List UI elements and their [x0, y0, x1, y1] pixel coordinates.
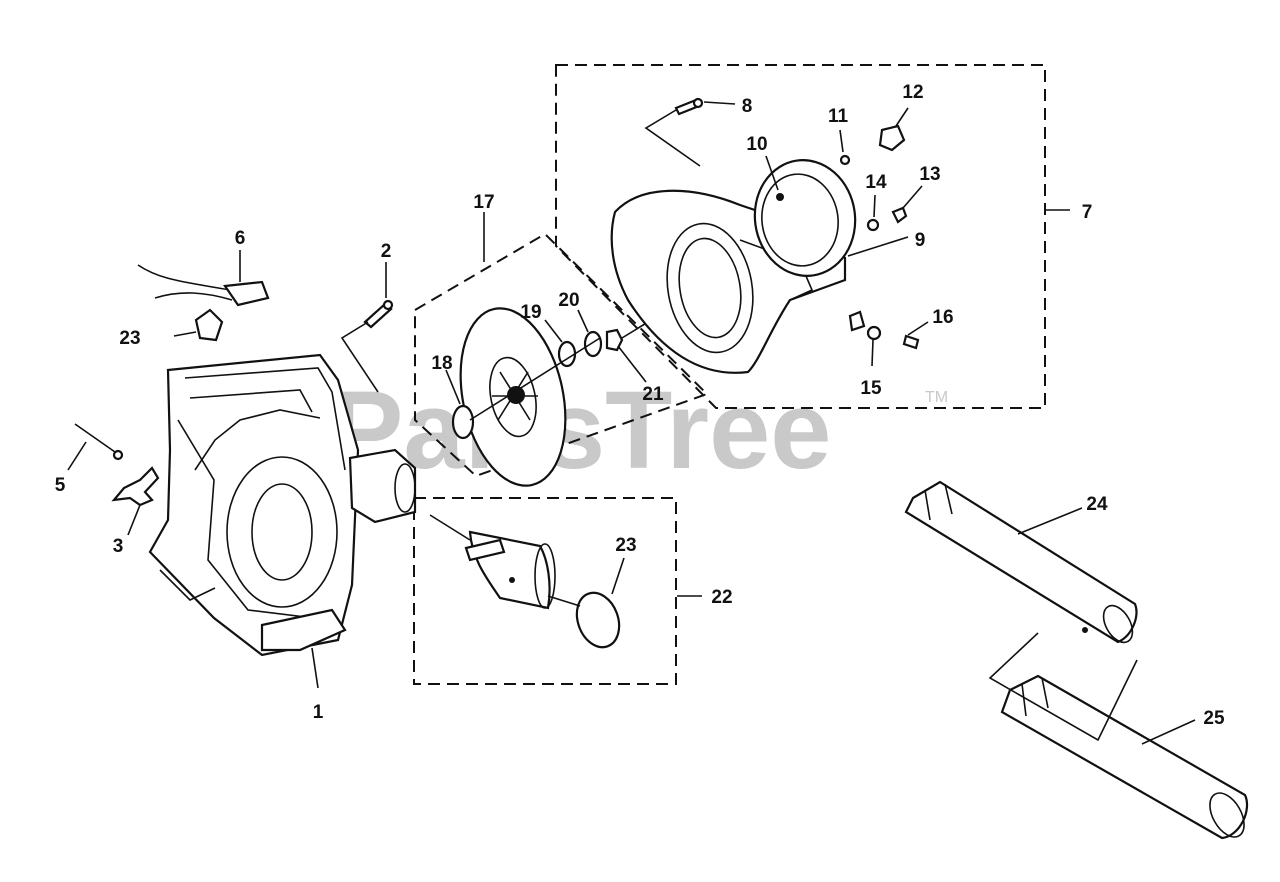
callout-3: 3: [113, 536, 124, 557]
callout-10: 10: [746, 134, 767, 155]
blower-housing: [148, 353, 417, 657]
leader-9: [847, 236, 909, 257]
callout-23a: 23: [119, 328, 140, 349]
leader-12: [895, 107, 909, 127]
nut-14: [866, 218, 880, 232]
leader-19: [544, 319, 563, 343]
group-box-22: [413, 497, 677, 685]
intake-screen-9: [753, 159, 857, 277]
callout-18: 18: [431, 353, 452, 374]
switch-6: [137, 264, 270, 307]
hole-10: [776, 193, 784, 201]
callout-21: 21: [642, 384, 664, 405]
leader-15: [871, 339, 874, 367]
leader-18: [445, 369, 461, 405]
leader-1: [311, 647, 319, 689]
nut-21: [605, 328, 624, 352]
leader-23a: [173, 331, 197, 337]
callout-22: 22: [711, 587, 732, 608]
callout-17: 17: [473, 192, 494, 213]
callout-7: 7: [1082, 202, 1093, 223]
group-box-17: [414, 232, 709, 478]
leader-5: [67, 441, 87, 471]
washer-18: [451, 404, 475, 440]
knob-12: [878, 124, 906, 152]
callout-19: 19: [520, 302, 541, 323]
leader-16: [907, 321, 929, 336]
callout-25: 25: [1203, 708, 1225, 729]
callout-24: 24: [1086, 494, 1108, 515]
nut-15: [866, 325, 882, 341]
leader-23b: [611, 557, 625, 595]
tube-25: [1000, 674, 1248, 840]
group-box-7: [555, 64, 1046, 409]
tube-link: [988, 632, 1138, 742]
leader-20: [577, 309, 589, 333]
callout-20: 20: [558, 290, 579, 311]
washer-13: [891, 206, 908, 224]
callout-2: 2: [381, 241, 392, 262]
leader-25: [1141, 719, 1196, 745]
callout-15: 15: [860, 378, 882, 399]
clip-3: [111, 466, 160, 507]
screw-2: [363, 299, 394, 329]
callout-13: 13: [919, 164, 940, 185]
leader-8-path: [644, 109, 701, 167]
screw-8: [674, 97, 704, 116]
tube-24: [904, 480, 1138, 644]
leader-13: [902, 185, 923, 209]
cable-5: [74, 423, 124, 461]
callout-1: 1: [313, 702, 324, 723]
grommet-23: [194, 308, 224, 342]
leader-8: [703, 101, 736, 105]
callout-8: 8: [742, 96, 753, 117]
callout-23b: 23: [615, 535, 636, 556]
clamp-23: [575, 591, 621, 649]
callout-11: 11: [828, 106, 849, 127]
watermark-trademark: TM: [925, 389, 948, 406]
adapter-axis: [429, 514, 581, 607]
callout-9: 9: [915, 230, 926, 251]
washer-20: [583, 330, 603, 358]
callout-16: 16: [932, 307, 953, 328]
callout-12: 12: [902, 82, 923, 103]
leader-14: [873, 194, 876, 218]
leader-2-path: [340, 321, 379, 393]
leader-10: [765, 155, 779, 191]
leader-24: [1017, 507, 1083, 535]
tab-clip: [848, 310, 866, 332]
leader-11: [839, 129, 844, 153]
adapter-22: [464, 530, 556, 610]
callout-6: 6: [235, 228, 246, 249]
leader-3: [127, 504, 141, 536]
pin-16: [902, 334, 920, 350]
washer-11: [839, 154, 851, 166]
callout-14: 14: [865, 172, 887, 193]
leader-21: [617, 345, 647, 383]
callout-5: 5: [55, 475, 66, 496]
